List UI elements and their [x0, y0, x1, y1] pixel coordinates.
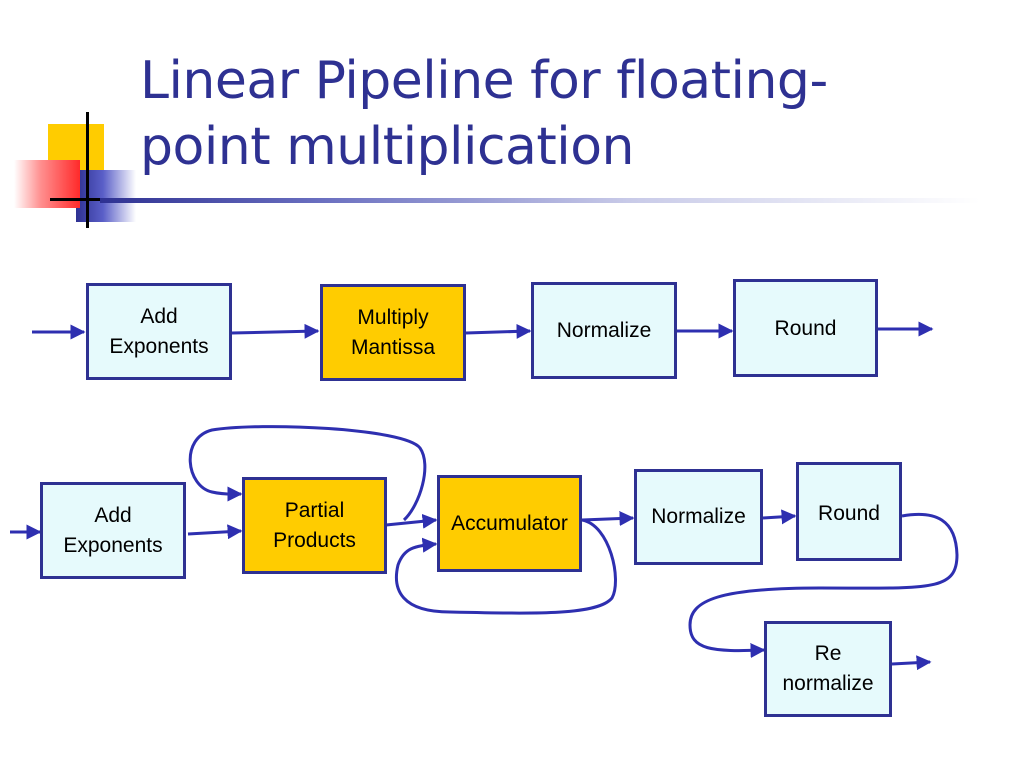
p2-arrow-2 [385, 513, 438, 529]
stage-label: Round [774, 317, 837, 340]
p1-arrow-1 [231, 323, 320, 339]
deco-horizontal-line [50, 198, 110, 201]
stage-label: Accumulator [451, 511, 568, 535]
p2-stage-accumulator: Accumulator [437, 475, 582, 572]
slide-title: Linear Pipeline for floating- point mult… [140, 48, 1000, 180]
stage-label: Products [273, 528, 356, 552]
stage-label: Multiply [357, 305, 429, 329]
p1-arrow-2 [465, 323, 532, 339]
stage-label: Normalize [651, 505, 746, 528]
title-line-1: Linear Pipeline for floating- [140, 51, 828, 111]
p1-stage-round: Round [733, 279, 878, 377]
p2-stage-normalize: Normalize [634, 469, 763, 565]
stage-label: Normalize [556, 318, 652, 342]
stage-label: Partial [284, 498, 345, 522]
p2-arrow-1 [187, 524, 243, 540]
stage-label: Add [94, 503, 132, 527]
p2-arrow-4 [762, 509, 797, 525]
stage-label: Add [140, 304, 178, 328]
p1-stage-normalize: Normalize [531, 282, 677, 379]
p2-output-arrow [891, 655, 932, 671]
title-line-2: point multiplication [140, 117, 635, 177]
p2-stage-renormalize: Re normalize [764, 621, 892, 717]
p2-loop-partial-products [188, 425, 427, 522]
stage-label: Re [814, 642, 842, 665]
p2-stage-round: Round [796, 462, 902, 561]
stage-label: Exponents [63, 533, 163, 557]
stage-label: Round [818, 502, 880, 525]
stage-label: Exponents [109, 334, 209, 358]
title-underline [100, 198, 980, 203]
deco-vertical-line [86, 112, 89, 228]
p2-loop-accumulator [394, 518, 617, 615]
p2-round-to-renormalize [688, 512, 959, 659]
p2-arrow-3 [581, 511, 635, 527]
stage-label: Mantissa [350, 335, 436, 359]
stage-label: normalize [782, 672, 874, 695]
